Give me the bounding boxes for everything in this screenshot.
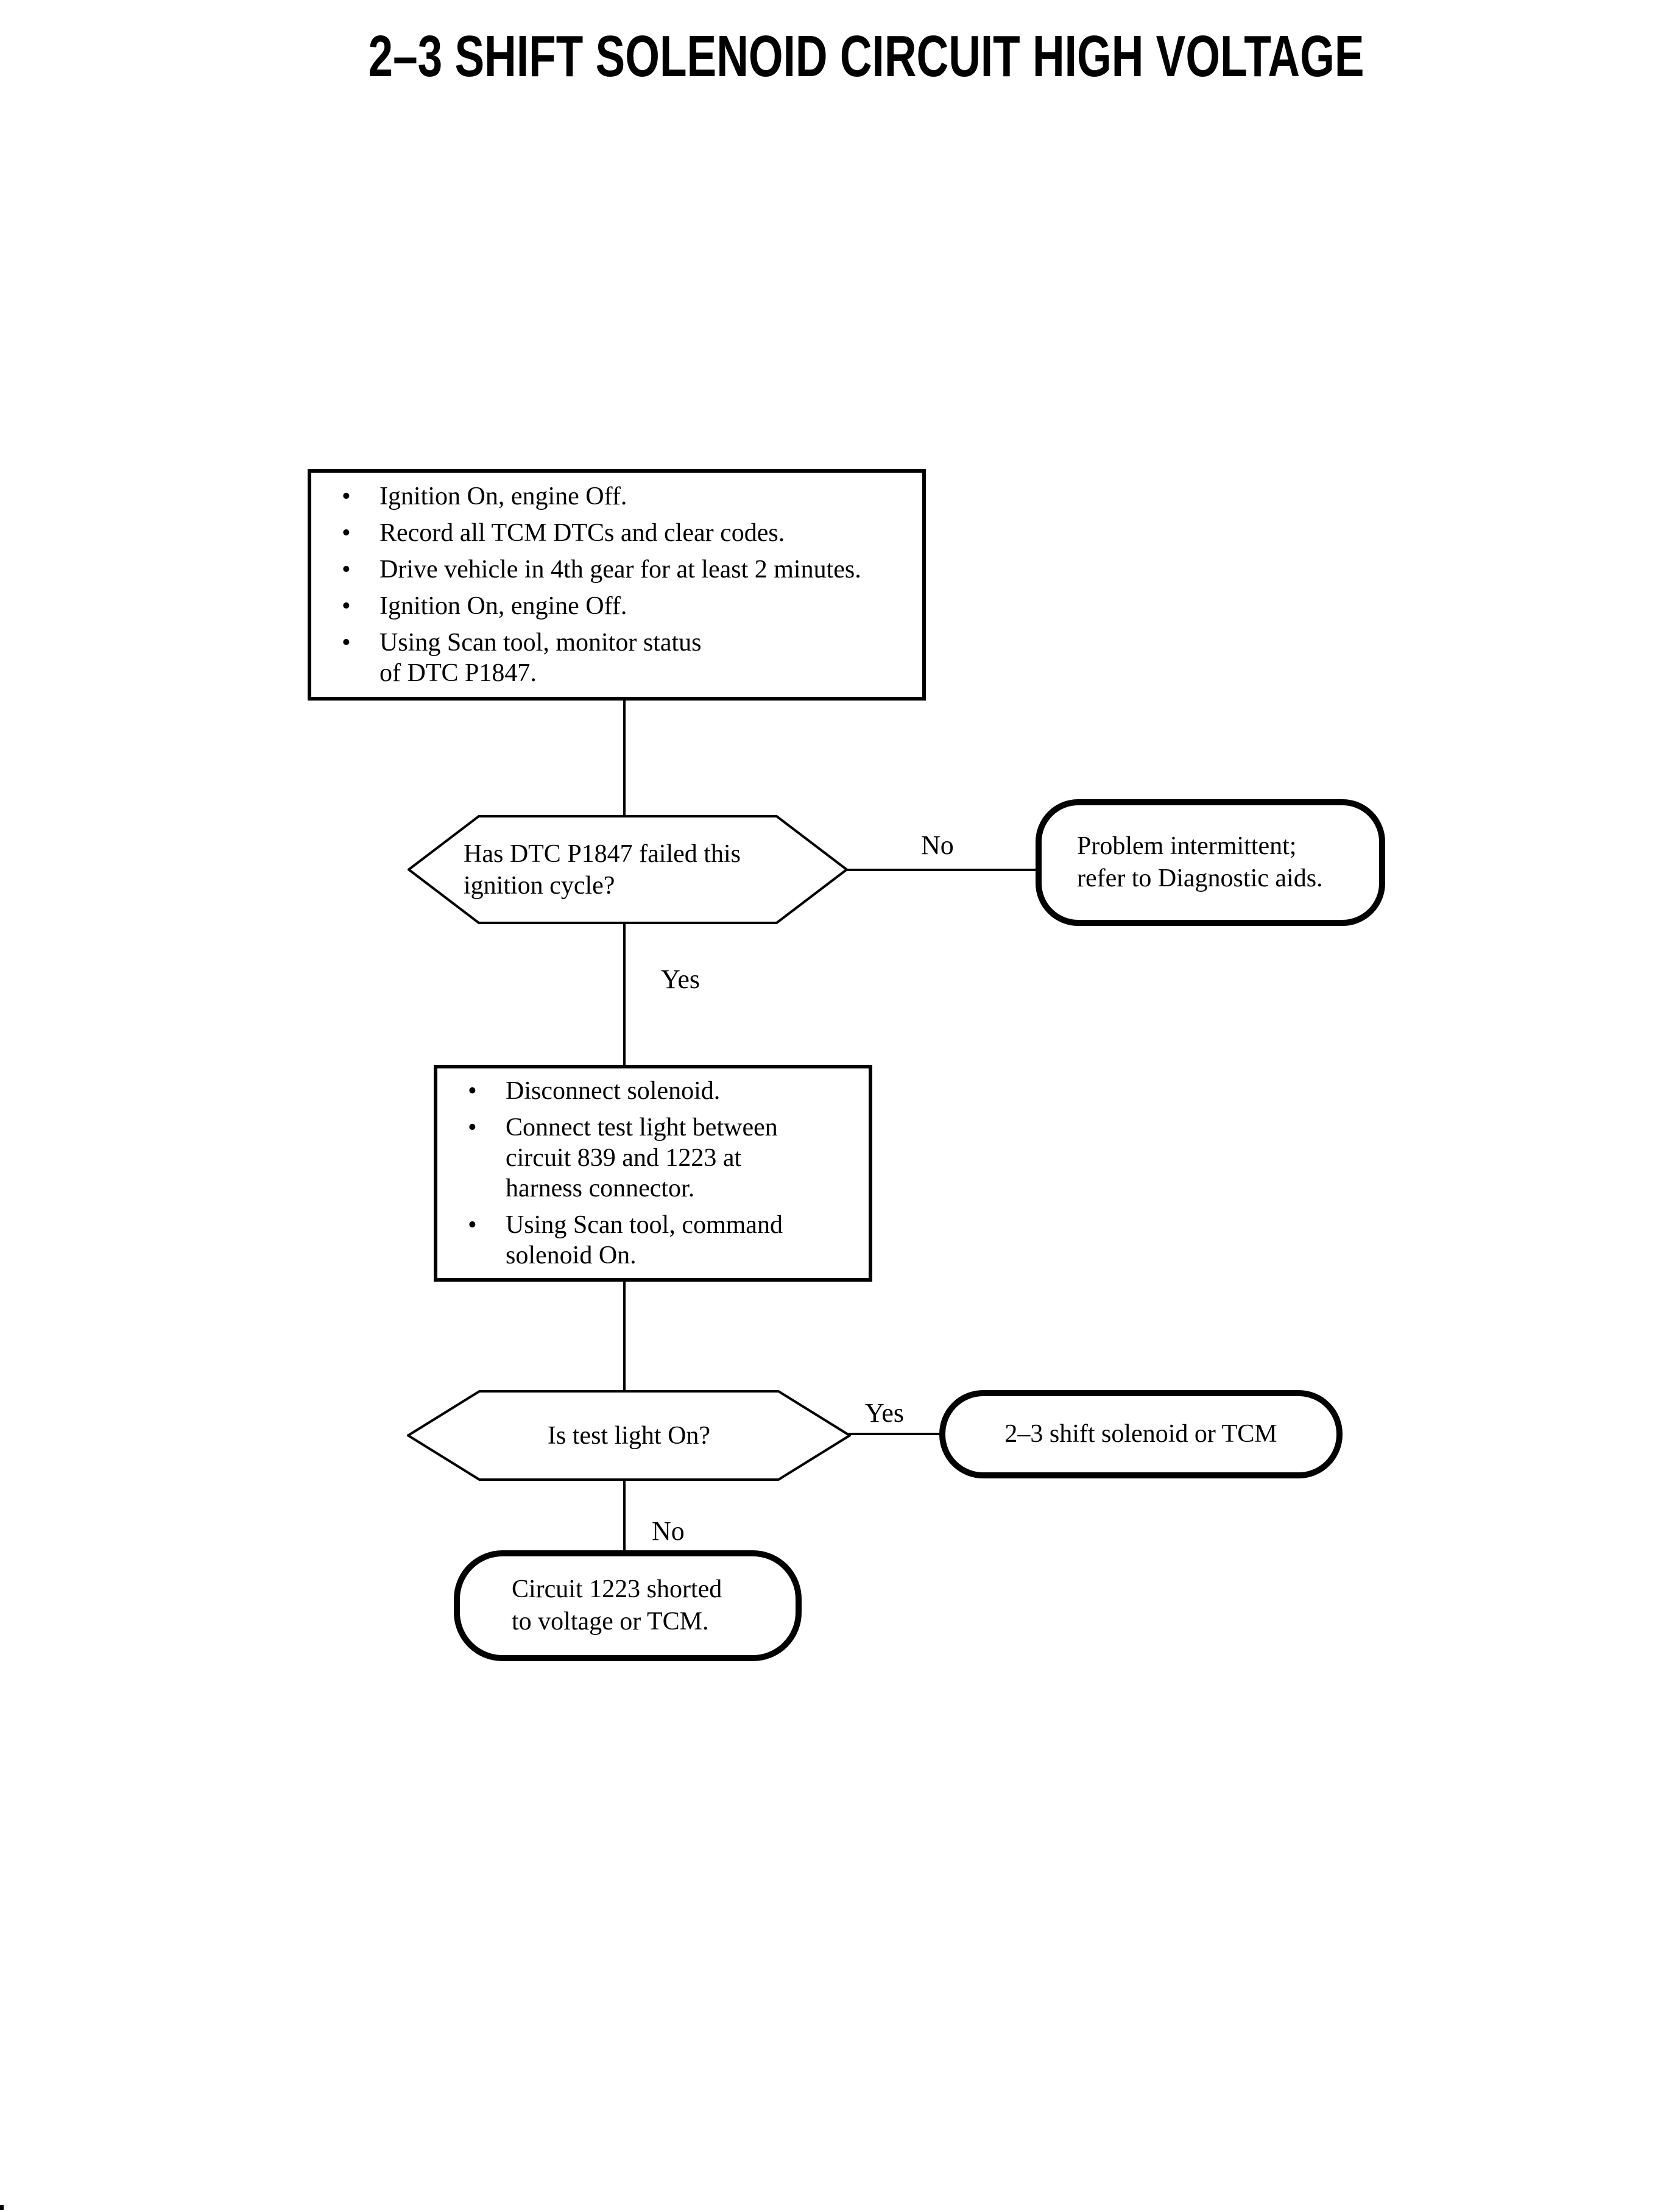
step2-bullet-list: • Disconnect solenoid. • Connect test li… (437, 1076, 869, 1271)
decision1-question: Has DTC P1847 failed this ignition cycle… (408, 814, 848, 925)
list-item: • Using Scan tool, command solenoid On. (437, 1210, 869, 1271)
terminal-text-line: 2–3 shift solenoid or TCM (1004, 1420, 1277, 1448)
bullet-text: Connect test light between (506, 1114, 778, 1142)
connector-step1-to-decision1 (623, 698, 626, 816)
bullet-text: of DTC P1847. (379, 659, 537, 687)
bullet-text: circuit 839 and 1223 at (506, 1144, 742, 1172)
bullet-icon: • (342, 592, 351, 620)
decision2-question: Is test light On? (547, 1421, 711, 1450)
terminal-text-line: to voltage or TCM. (512, 1608, 709, 1636)
page-title: 2–3 SHIFT SOLENOID CIRCUIT HIGH VOLTAGE (368, 24, 1364, 89)
list-item: • Disconnect solenoid. (437, 1076, 869, 1106)
bullet-icon: • (468, 1114, 477, 1142)
bullet-text: solenoid On. (506, 1241, 637, 1269)
hexagon-shape (408, 815, 848, 924)
bullet-text: harness connector. (506, 1174, 695, 1202)
scan-artifact (0, 2205, 4, 2210)
connector-step2-to-decision2 (623, 1279, 626, 1391)
no-label: No (921, 830, 954, 860)
connector-decision2-no (623, 1479, 626, 1552)
list-item: • Record all TCM DTCs and clear codes. (311, 518, 922, 548)
bullet-icon: • (342, 629, 351, 657)
yes-label: Yes (661, 964, 701, 994)
bullet-text: Ignition On, engine Off. (379, 482, 627, 510)
connector-decision1-yes (623, 922, 626, 1065)
bullet-icon: • (468, 1211, 477, 1239)
yes-label: Yes (865, 1398, 905, 1428)
no-label: No (652, 1516, 685, 1546)
hexagon-shape (407, 1390, 851, 1481)
list-item: • Ignition On, engine Off. (311, 591, 922, 621)
bullet-text: Drive vehicle in 4th gear for at least 2… (379, 556, 861, 584)
decision1-question-line: Has DTC P1847 failed this (464, 839, 741, 868)
bullet-text: Using Scan tool, command (506, 1211, 783, 1239)
step2-instructions-box: • Disconnect solenoid. • Connect test li… (434, 1065, 872, 1282)
list-item: • Using Scan tool, monitor status of DTC… (311, 627, 922, 688)
bullet-text: Disconnect solenoid. (506, 1077, 721, 1105)
step1-instructions-box: • Ignition On, engine Off. • Record all … (308, 469, 926, 701)
bullet-icon: • (468, 1077, 477, 1105)
bullet-text: Using Scan tool, monitor status (379, 629, 702, 657)
list-item: • Connect test light between circuit 839… (437, 1112, 869, 1204)
terminal-problem-intermittent: Problem intermittent; refer to Diagnosti… (1036, 799, 1385, 926)
terminal-text-line: Problem intermittent; (1077, 832, 1297, 860)
decision1-hexagon: Has DTC P1847 failed this ignition cycle… (408, 814, 848, 925)
list-item: • Drive vehicle in 4th gear for at least… (311, 554, 922, 585)
connector-decision1-no (845, 869, 1038, 871)
bullet-text: Record all TCM DTCs and clear codes. (379, 519, 785, 547)
bullet-icon: • (342, 519, 351, 547)
decision2-hexagon: Is test light On? (407, 1389, 851, 1481)
connector-decision2-yes (849, 1433, 942, 1435)
terminal-circuit-1223-shorted: Circuit 1223 shorted to voltage or TCM. (454, 1550, 802, 1661)
bullet-text: Ignition On, engine Off. (379, 592, 627, 620)
list-item: • Ignition On, engine Off. (311, 481, 922, 512)
bullet-icon: • (342, 556, 351, 584)
decision2-question-wrap: Is test light On? (407, 1389, 851, 1481)
terminal-shift-solenoid-or-tcm: 2–3 shift solenoid or TCM (939, 1390, 1343, 1478)
step1-bullet-list: • Ignition On, engine Off. • Record all … (311, 481, 922, 688)
decision1-question-line: ignition cycle? (464, 871, 615, 900)
bullet-icon: • (342, 482, 351, 510)
terminal-text-line: Circuit 1223 shorted (512, 1575, 722, 1603)
terminal-text-line: refer to Diagnostic aids. (1077, 864, 1323, 892)
